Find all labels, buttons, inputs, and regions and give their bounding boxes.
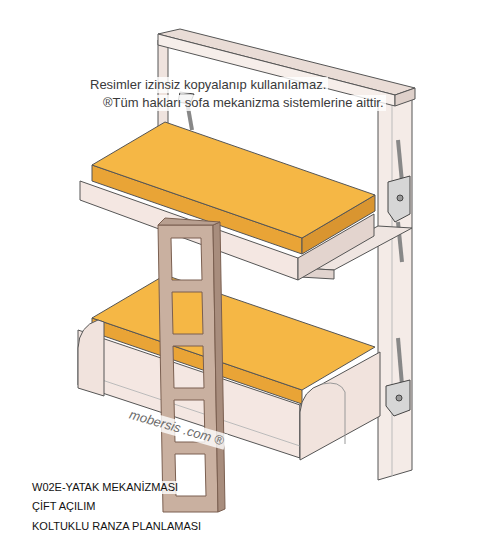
label-slot: ®Tüm hakları sofa mekanizma sistemlerine… [101,93,386,111]
ladder-hook [158,218,220,225]
label-slot: ÇİFT AÇILIM [30,496,97,514]
hinge-bracket [386,380,410,416]
pivot [397,195,403,201]
lower-mechanism [386,338,410,416]
panel-edge [392,95,393,476]
label-slot: W02E-YATAK MEKANİZMASI [30,477,180,495]
pivot [396,395,402,401]
mattress-top [92,122,375,238]
hinge-bracket [388,176,410,222]
caption-text: W02E-YATAK MEKANİZMASI [30,481,180,494]
armrest-edge [322,383,345,444]
label-slot: KOLTUKLU RANZA PLANLAMASI [30,516,203,534]
ladder-side [213,222,225,512]
mattress-top [92,275,375,390]
ladder [158,218,225,512]
watermark-text: Resimler izinsiz kopyalanıp kullanılamaz… [88,77,328,93]
side-panel [378,90,412,480]
lower-bed [78,275,380,460]
armrest [300,352,380,460]
gas-piston [398,140,402,182]
gas-piston [398,338,402,385]
caption-text: KOLTUKLU RANZA PLANLAMASI [30,520,203,533]
caption-text: ÇİFT AÇILIM [30,500,97,513]
label-slot: Resimler izinsiz kopyalanıp kullanılamaz… [88,75,328,93]
top-slab-end [395,88,415,106]
watermark-text: ®Tüm hakları sofa mekanizma sistemlerine… [101,95,386,111]
armrest [78,320,104,396]
ladder-frame [158,225,218,512]
upper-bed [80,122,375,280]
